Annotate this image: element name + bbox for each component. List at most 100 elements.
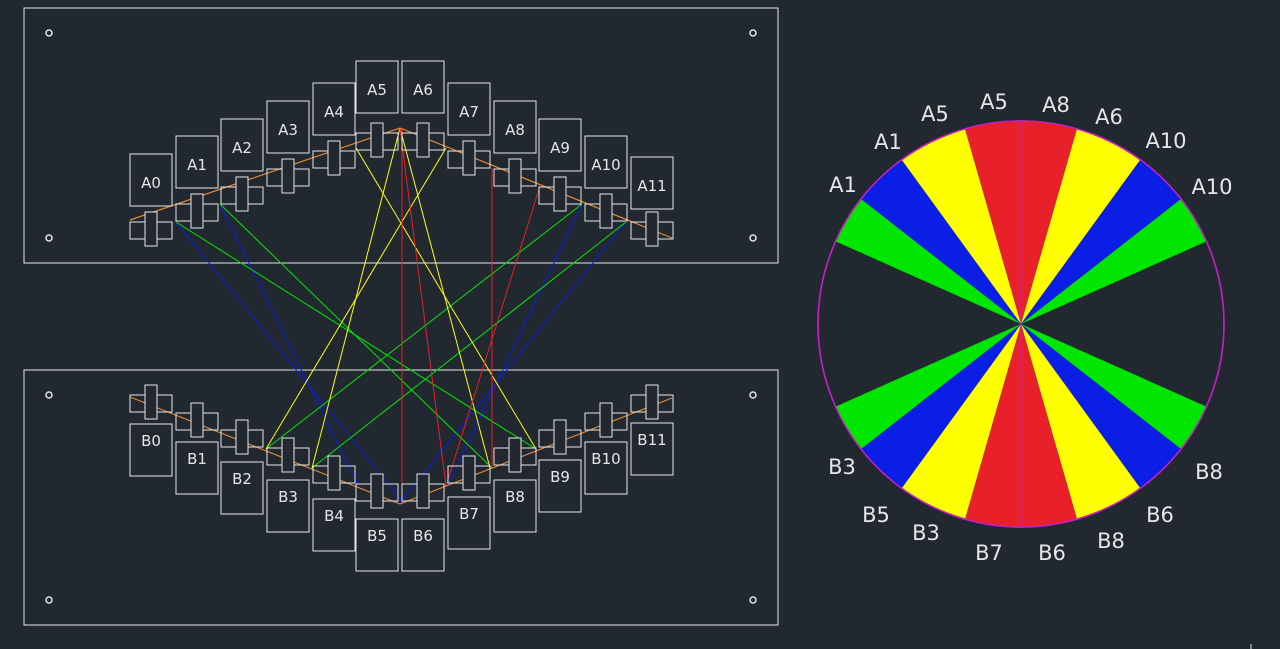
- wheel-label-top: A1: [829, 173, 857, 197]
- wire-blue: [175, 221, 405, 504]
- wheel-label-top: A5: [980, 90, 1008, 114]
- component-label-box: [220, 118, 264, 172]
- component-label-box: [312, 498, 356, 552]
- clamp-peg: [462, 455, 476, 491]
- component-label-box: [584, 135, 628, 189]
- wheel-wedge-yellow: [901, 128, 1021, 324]
- bottom-component: B8: [493, 437, 537, 533]
- component-label: A4: [324, 103, 344, 121]
- bottom-plate: [23, 369, 779, 626]
- component-label-box: [401, 518, 445, 572]
- wire-yellow: [311, 127, 401, 469]
- wheel-wedge-blue: [861, 159, 1021, 324]
- component-label-box: [447, 82, 491, 136]
- mounting-hole: [749, 234, 757, 242]
- wheel-label-bottom: B6: [1146, 503, 1174, 527]
- component-label: B5: [367, 527, 387, 545]
- clamp-peg: [645, 384, 659, 420]
- component-label: A11: [637, 177, 666, 195]
- component-label: B7: [459, 505, 479, 523]
- top-component: A5: [355, 60, 399, 158]
- component-label-box: [355, 518, 399, 572]
- wheel-wedge-green: [835, 199, 1021, 324]
- mounting-hole: [749, 391, 757, 399]
- wheel-label-bottom: B5: [862, 503, 890, 527]
- wheel-label-bottom: B6: [1038, 541, 1066, 565]
- component-label: B2: [232, 470, 252, 488]
- mounting-hole: [45, 391, 53, 399]
- wire-red: [399, 127, 447, 487]
- bottom-component: B4: [312, 455, 356, 552]
- component-label: B3: [278, 488, 298, 506]
- mounting-hole: [749, 29, 757, 37]
- top-component: A10: [584, 135, 628, 229]
- wheel-label-top: A5: [921, 102, 949, 126]
- clamp-peg: [370, 122, 384, 158]
- bottom-component: B5: [355, 473, 399, 572]
- top-component: A9: [538, 118, 582, 212]
- mounting-hole: [749, 596, 757, 604]
- wheel-wedge-blue: [861, 324, 1021, 489]
- top-component: A7: [447, 82, 491, 176]
- wheel-wedge-green: [1021, 199, 1207, 324]
- wheel-wedge-yellow: [901, 324, 1021, 520]
- component-label: A1: [187, 156, 207, 174]
- component-label-box: [447, 496, 491, 550]
- wire-green: [265, 203, 583, 450]
- component-label-box: [584, 441, 628, 495]
- bottom-component: B2: [220, 419, 264, 515]
- component-label: B0: [141, 432, 161, 450]
- top-component: A3: [266, 100, 310, 194]
- clamp-peg: [416, 122, 430, 158]
- component-label-box: [630, 422, 674, 476]
- bottom-component: B7: [447, 455, 491, 550]
- component-label: A9: [550, 139, 570, 157]
- component-label-box: [493, 479, 537, 533]
- wheel-label-top: A6: [1095, 105, 1123, 129]
- clamp-peg: [370, 473, 384, 509]
- component-label: B11: [637, 431, 666, 449]
- clamp-peg: [553, 419, 567, 455]
- component-label: A7: [459, 103, 479, 121]
- wheel-wedge-green: [1021, 324, 1207, 449]
- mounting-hole: [45, 596, 53, 604]
- component-label-box: [175, 135, 219, 189]
- mounting-hole: [45, 234, 53, 242]
- wire-green: [219, 203, 493, 469]
- bottom-component: B11: [630, 384, 674, 476]
- component-label-box: [312, 82, 356, 136]
- wheel-label-bottom: B7: [975, 541, 1003, 565]
- component-label: A3: [278, 121, 298, 139]
- clamp-peg: [281, 437, 295, 473]
- top-component: A8: [493, 100, 537, 194]
- component-label-box: [630, 156, 674, 210]
- wheel-label-bottom: B8: [1195, 460, 1223, 484]
- wheel-wedge-red: [965, 121, 1021, 324]
- wire-green: [311, 221, 627, 469]
- wheel-label-bottom: B3: [828, 455, 856, 479]
- component-label-box: [220, 461, 264, 515]
- bottom-plate-outline: [23, 369, 779, 626]
- top-component: A1: [175, 135, 219, 229]
- component-label-box: [129, 153, 173, 207]
- component-label: A10: [591, 156, 620, 174]
- bottom-component: B10: [584, 402, 628, 495]
- bottom-component: B6: [401, 473, 445, 572]
- component-label: A5: [367, 81, 387, 99]
- clamp-peg: [599, 193, 613, 229]
- wheel-label-bottom: B3: [912, 521, 940, 545]
- top-component: A2: [220, 118, 264, 212]
- clamp-peg: [462, 140, 476, 176]
- component-label: A6: [413, 81, 433, 99]
- clamp-peg: [327, 140, 341, 176]
- wire-blue: [219, 203, 359, 486]
- component-label: A8: [505, 121, 525, 139]
- clamp-peg: [508, 158, 522, 194]
- clamp-peg: [599, 402, 613, 438]
- wire-blue: [447, 203, 583, 486]
- wire-yellow: [355, 147, 537, 450]
- clamp-peg: [144, 384, 158, 420]
- component-label-box: [355, 60, 399, 114]
